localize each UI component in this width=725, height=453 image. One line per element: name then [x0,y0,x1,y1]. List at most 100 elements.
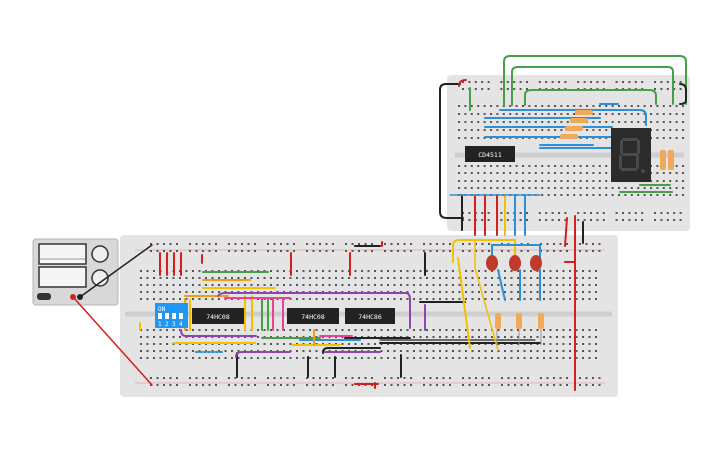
breadboard-hole[interactable] [500,81,503,83]
breadboard-hole[interactable] [553,377,555,379]
breadboard-hole[interactable] [510,336,513,338]
breadboard-hole[interactable] [426,357,428,359]
breadboard-hole[interactable] [605,129,608,131]
breadboard-hole[interactable] [315,284,318,286]
breadboard-hole[interactable] [426,329,428,331]
breadboard-hole[interactable] [458,121,460,123]
breadboard-hole[interactable] [254,384,256,386]
breadboard-hole[interactable] [296,277,298,279]
breadboard-hole[interactable] [159,291,162,293]
breadboard-hole[interactable] [675,137,678,139]
breadboard-hole[interactable] [504,329,506,331]
breadboard-hole[interactable] [547,180,550,182]
breadboard-hole[interactable] [545,212,548,214]
breadboard-hole[interactable] [628,212,631,214]
breadboard-hole[interactable] [654,88,656,90]
breadboard-hole[interactable] [522,113,524,115]
breadboard-hole[interactable] [380,357,383,359]
breadboard-hole[interactable] [530,350,532,352]
breadboard-hole[interactable] [582,329,584,331]
breadboard-hole[interactable] [198,284,201,286]
breadboard-hole[interactable] [241,377,243,379]
breadboard-hole[interactable] [309,284,311,286]
breadboard-hole[interactable] [605,194,608,196]
breadboard-hole[interactable] [179,336,181,338]
breadboard-hole[interactable] [211,277,214,279]
breadboard-hole[interactable] [192,350,194,352]
breadboard-hole[interactable] [483,180,486,182]
breadboard-hole[interactable] [348,357,350,359]
breadboard-hole[interactable] [592,105,595,107]
breadboard-hole[interactable] [390,384,393,386]
breadboard-hole[interactable] [559,250,562,252]
breadboard-hole[interactable] [536,329,539,331]
breadboard-hole[interactable] [322,298,324,300]
breadboard-hole[interactable] [490,129,492,131]
breadboard-hole[interactable] [400,270,402,272]
breadboard-hole[interactable] [312,384,315,386]
breadboard-hole[interactable] [559,384,562,386]
breadboard-hole[interactable] [575,336,578,338]
breadboard-hole[interactable] [641,212,644,214]
breadboard-hole[interactable] [669,180,672,182]
breadboard-hole[interactable] [484,291,487,293]
breadboard-hole[interactable] [364,377,367,379]
breadboard-hole[interactable] [296,284,298,286]
breadboard-hole[interactable] [560,165,563,167]
breadboard-hole[interactable] [380,270,383,272]
breadboard-hole[interactable] [302,277,305,279]
breadboard-hole[interactable] [458,336,461,338]
breadboard-hole[interactable] [364,243,367,245]
breadboard-hole[interactable] [367,357,370,359]
breadboard-hole[interactable] [172,329,175,331]
breadboard-hole[interactable] [530,291,532,293]
breadboard-hole[interactable] [662,121,665,123]
breadboard-hole[interactable] [478,329,480,331]
breadboard-hole[interactable] [475,384,477,386]
breadboard-hole[interactable] [458,329,461,331]
breadboard-hole[interactable] [403,384,406,386]
breadboard-hole[interactable] [172,336,175,338]
breadboard-hole[interactable] [541,129,544,131]
breadboard-hole[interactable] [569,277,571,279]
breadboard-hole[interactable] [553,250,555,252]
breadboard-hole[interactable] [267,243,269,245]
breadboard-hole[interactable] [293,250,295,252]
breadboard-hole[interactable] [526,212,528,214]
breadboard-hole[interactable] [549,270,552,272]
breadboard-hole[interactable] [387,270,389,272]
breadboard-hole[interactable] [509,180,512,182]
breadboard-hole[interactable] [462,88,464,90]
breadboard-hole[interactable] [159,357,162,359]
breadboard-hole[interactable] [554,172,556,174]
breadboard-hole[interactable] [384,377,386,379]
breadboard-hole[interactable] [543,298,545,300]
breadboard-hole[interactable] [526,219,528,221]
breadboard-hole[interactable] [675,113,678,115]
breadboard-hole[interactable] [419,291,422,293]
breadboard-hole[interactable] [650,113,652,115]
breadboard-hole[interactable] [679,212,682,214]
breadboard-hole[interactable] [520,250,523,252]
breadboard-hole[interactable] [541,194,544,196]
breadboard-hole[interactable] [374,284,376,286]
breadboard-hole[interactable] [497,357,500,359]
breadboard-hole[interactable] [429,250,432,252]
breadboard-hole[interactable] [534,172,537,174]
breadboard-hole[interactable] [202,250,204,252]
breadboard-hole[interactable] [534,165,537,167]
breadboard-hole[interactable] [270,329,272,331]
breadboard-hole[interactable] [341,284,344,286]
breadboard-hole[interactable] [393,284,396,286]
breadboard-hole[interactable] [598,121,601,123]
breadboard-hole[interactable] [502,165,505,167]
breadboard-hole[interactable] [500,88,503,90]
breadboard-hole[interactable] [656,113,659,115]
breadboard-hole[interactable] [481,250,484,252]
breadboard-hole[interactable] [218,291,220,293]
breadboard-hole[interactable] [586,194,588,196]
breadboard-hole[interactable] [654,212,656,214]
breadboard-hole[interactable] [598,113,601,115]
breadboard-hole[interactable] [257,284,259,286]
breadboard-hole[interactable] [679,219,682,221]
